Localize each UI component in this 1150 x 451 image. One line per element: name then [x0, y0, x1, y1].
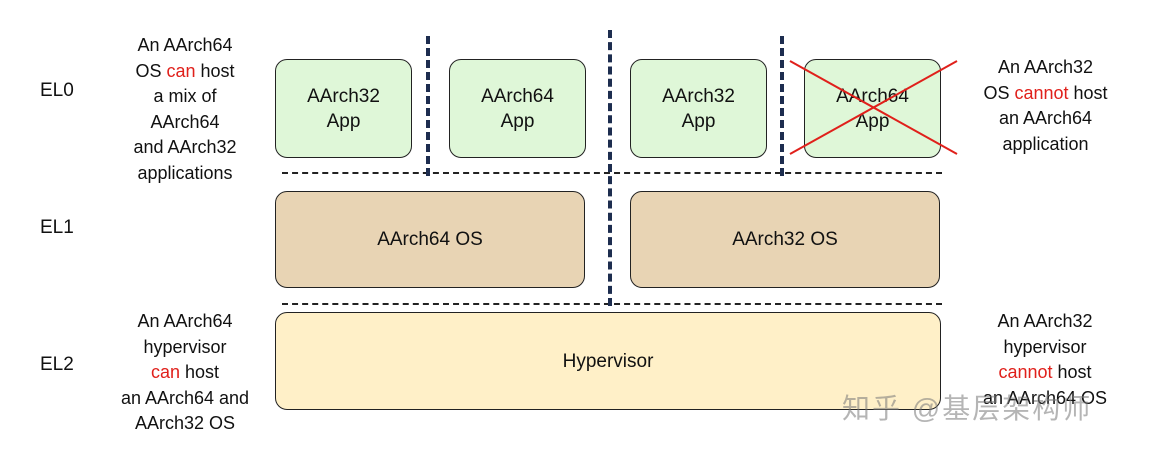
cross-out-icon	[789, 60, 958, 155]
app-label: App	[326, 110, 361, 132]
app-label: App	[855, 110, 890, 132]
note-line: can host	[100, 360, 270, 386]
note-line: hypervisor	[1003, 336, 1087, 357]
note-line: An AArch32	[997, 57, 1094, 77]
note-line: and AArch32	[133, 137, 237, 157]
os-label: AArch32 OS	[732, 229, 838, 250]
note-line: a mix of	[153, 86, 217, 106]
separator-el1-el2	[282, 303, 942, 305]
note-line: AArch32 OS	[134, 413, 236, 433]
note-line: OS cannot host	[958, 81, 1133, 107]
note-highlight: can	[150, 362, 180, 382]
note-aarch32-hypervisor-cannot-host: An AArch32 hypervisor cannot host an AAr…	[955, 309, 1135, 411]
app-label: AArch32	[307, 85, 380, 107]
note-text: OS	[135, 60, 167, 81]
app-label: App	[500, 110, 535, 132]
app-label: AArch64	[481, 85, 554, 107]
level-label-el2: EL2	[40, 354, 74, 375]
hypervisor-box: Hypervisor	[275, 312, 941, 410]
note-line: OS can host	[105, 59, 265, 85]
app-label: AArch32	[662, 85, 735, 107]
note-highlight: cannot	[998, 362, 1053, 382]
note-line: An AArch64	[137, 311, 233, 331]
note-aarch32-os-cannot-host: An AArch32 OS cannot host an AArch64 app…	[958, 55, 1133, 157]
divider-between-os	[608, 30, 612, 306]
watermark-text: 知乎 @基层架构师	[842, 393, 1093, 424]
divider-between-apps-right	[780, 36, 784, 176]
app-label: App	[681, 110, 716, 132]
note-line: application	[1002, 133, 1089, 154]
os-box-aarch32: AArch32 OS	[630, 191, 940, 288]
note-text: host	[1068, 82, 1108, 103]
note-line: an AArch64	[998, 108, 1093, 128]
app-label: AArch64	[836, 85, 909, 107]
note-line: An AArch64	[137, 35, 233, 55]
note-highlight: can	[166, 60, 196, 81]
hypervisor-label: Hypervisor	[562, 350, 654, 372]
note-line: AArch64	[150, 111, 220, 132]
cross-line	[789, 60, 958, 155]
separator-el0-el1	[282, 172, 942, 174]
os-label: AArch64 OS	[377, 229, 483, 250]
level-label-el1: EL1	[40, 217, 74, 238]
divider-between-apps-left	[426, 36, 430, 176]
level-label-el0: EL0	[40, 80, 74, 101]
note-highlight: cannot	[1014, 82, 1069, 103]
note-line: hypervisor	[143, 336, 227, 357]
note-line: An AArch32	[997, 311, 1093, 331]
note-line: an AArch64 and	[120, 387, 250, 408]
note-line: cannot host	[955, 360, 1135, 386]
note-line: applications	[137, 162, 233, 183]
note-text: host	[1052, 362, 1092, 382]
os-box-aarch64: AArch64 OS	[275, 191, 585, 288]
note-line: an AArch64 OS	[982, 387, 1108, 408]
note-aarch64-hypervisor-can-host: An AArch64 hypervisor can host an AArch6…	[100, 309, 270, 437]
note-aarch64-os-can-host: An AArch64 OS can host a mix of AArch64 …	[105, 33, 265, 186]
note-text: OS	[983, 82, 1015, 103]
note-text: host	[195, 60, 235, 81]
note-text: host	[180, 362, 220, 382]
